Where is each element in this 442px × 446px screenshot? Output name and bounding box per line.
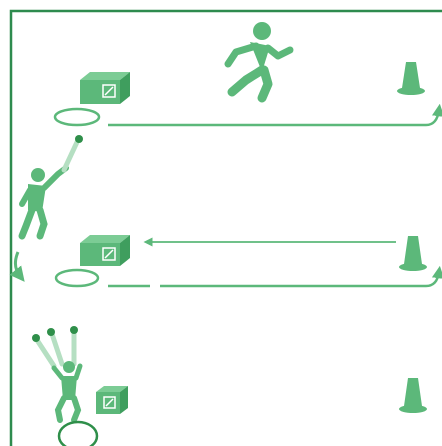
runner-icon	[228, 22, 290, 98]
box-icon	[80, 235, 130, 266]
hoop-ring	[56, 270, 98, 286]
hoop-ring	[59, 422, 97, 446]
row-3	[32, 326, 427, 446]
thrower-icon	[22, 168, 66, 236]
throwing-stick	[64, 135, 83, 170]
cone-icon	[399, 236, 427, 271]
cone-icon	[399, 378, 427, 413]
hoop-ring	[55, 109, 99, 125]
box-icon	[80, 72, 130, 104]
box-icon	[96, 386, 128, 414]
juggling-sticks	[32, 326, 78, 366]
juggler-icon	[54, 361, 80, 420]
curved-arrow-down	[15, 252, 20, 276]
return-arrow-right	[108, 272, 439, 286]
row-1	[55, 22, 439, 125]
row-2	[15, 135, 439, 286]
cone-icon	[397, 62, 425, 95]
return-arrow-right	[108, 110, 439, 125]
